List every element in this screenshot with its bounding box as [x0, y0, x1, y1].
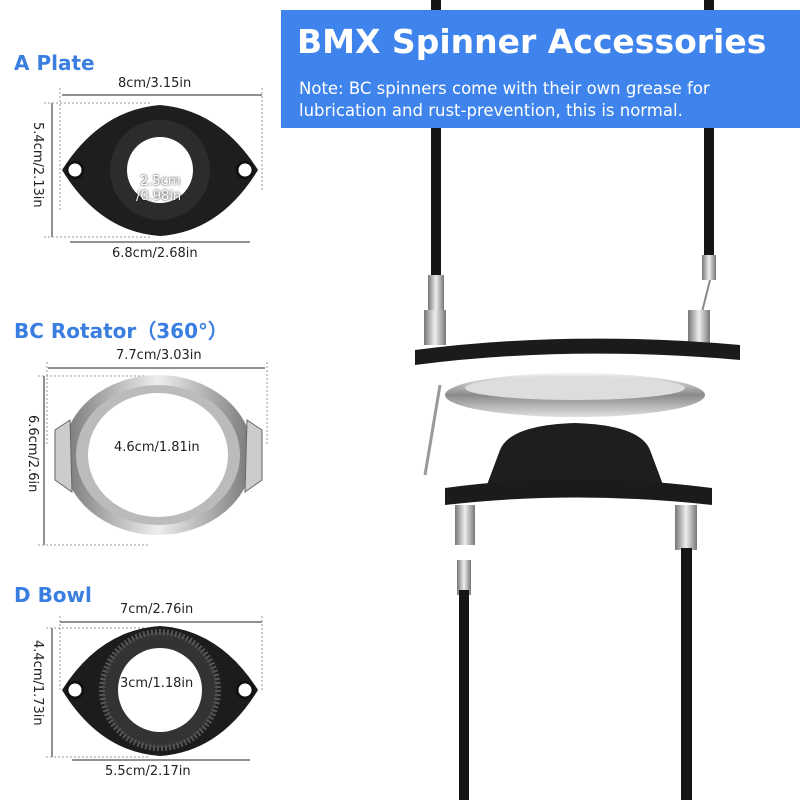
banner-note: Note: BC spinners come with their own gr…	[299, 78, 710, 122]
note-line-2: lubrication and rust-prevention, this is…	[299, 101, 683, 120]
a-plate-image	[62, 105, 258, 236]
a-plate-title: A Plate	[14, 51, 95, 75]
a-plate-base: 6.8cm/2.68in	[112, 246, 198, 261]
d-bowl-base: 5.5cm/2.17in	[105, 764, 191, 779]
a-plate-inner: 2.5cm	[140, 174, 181, 189]
bc-rotator-inner: 4.6cm/1.81in	[114, 440, 200, 455]
header-banner: BMX Spinner Accessories Note: BC spinner…	[281, 10, 800, 128]
bc-rotator-width: 7.7cm/3.03in	[116, 348, 202, 363]
bc-rotator-title: BC Rotator（360°）	[14, 319, 228, 343]
banner-title: BMX Spinner Accessories	[297, 22, 767, 61]
bc-rotator-image	[54, 375, 263, 535]
d-bowl-inner: 3cm/1.18in	[120, 676, 194, 691]
bc-rotator-height: 6.6cm/2.6in	[25, 415, 40, 493]
a-plate-width: 8cm/3.15in	[118, 76, 192, 91]
d-bowl-title: D Bowl	[14, 583, 92, 607]
a-plate-inner-in: /0.98in	[136, 189, 182, 204]
a-plate-height: 5.4cm/2.13in	[30, 122, 45, 208]
d-bowl-height: 4.4cm/1.73in	[30, 640, 45, 726]
d-bowl-image	[62, 626, 258, 756]
d-bowl-width: 7cm/2.76in	[120, 602, 194, 617]
spinner-assembly-image	[415, 0, 740, 800]
note-line-1: Note: BC spinners come with their own gr…	[299, 79, 710, 98]
